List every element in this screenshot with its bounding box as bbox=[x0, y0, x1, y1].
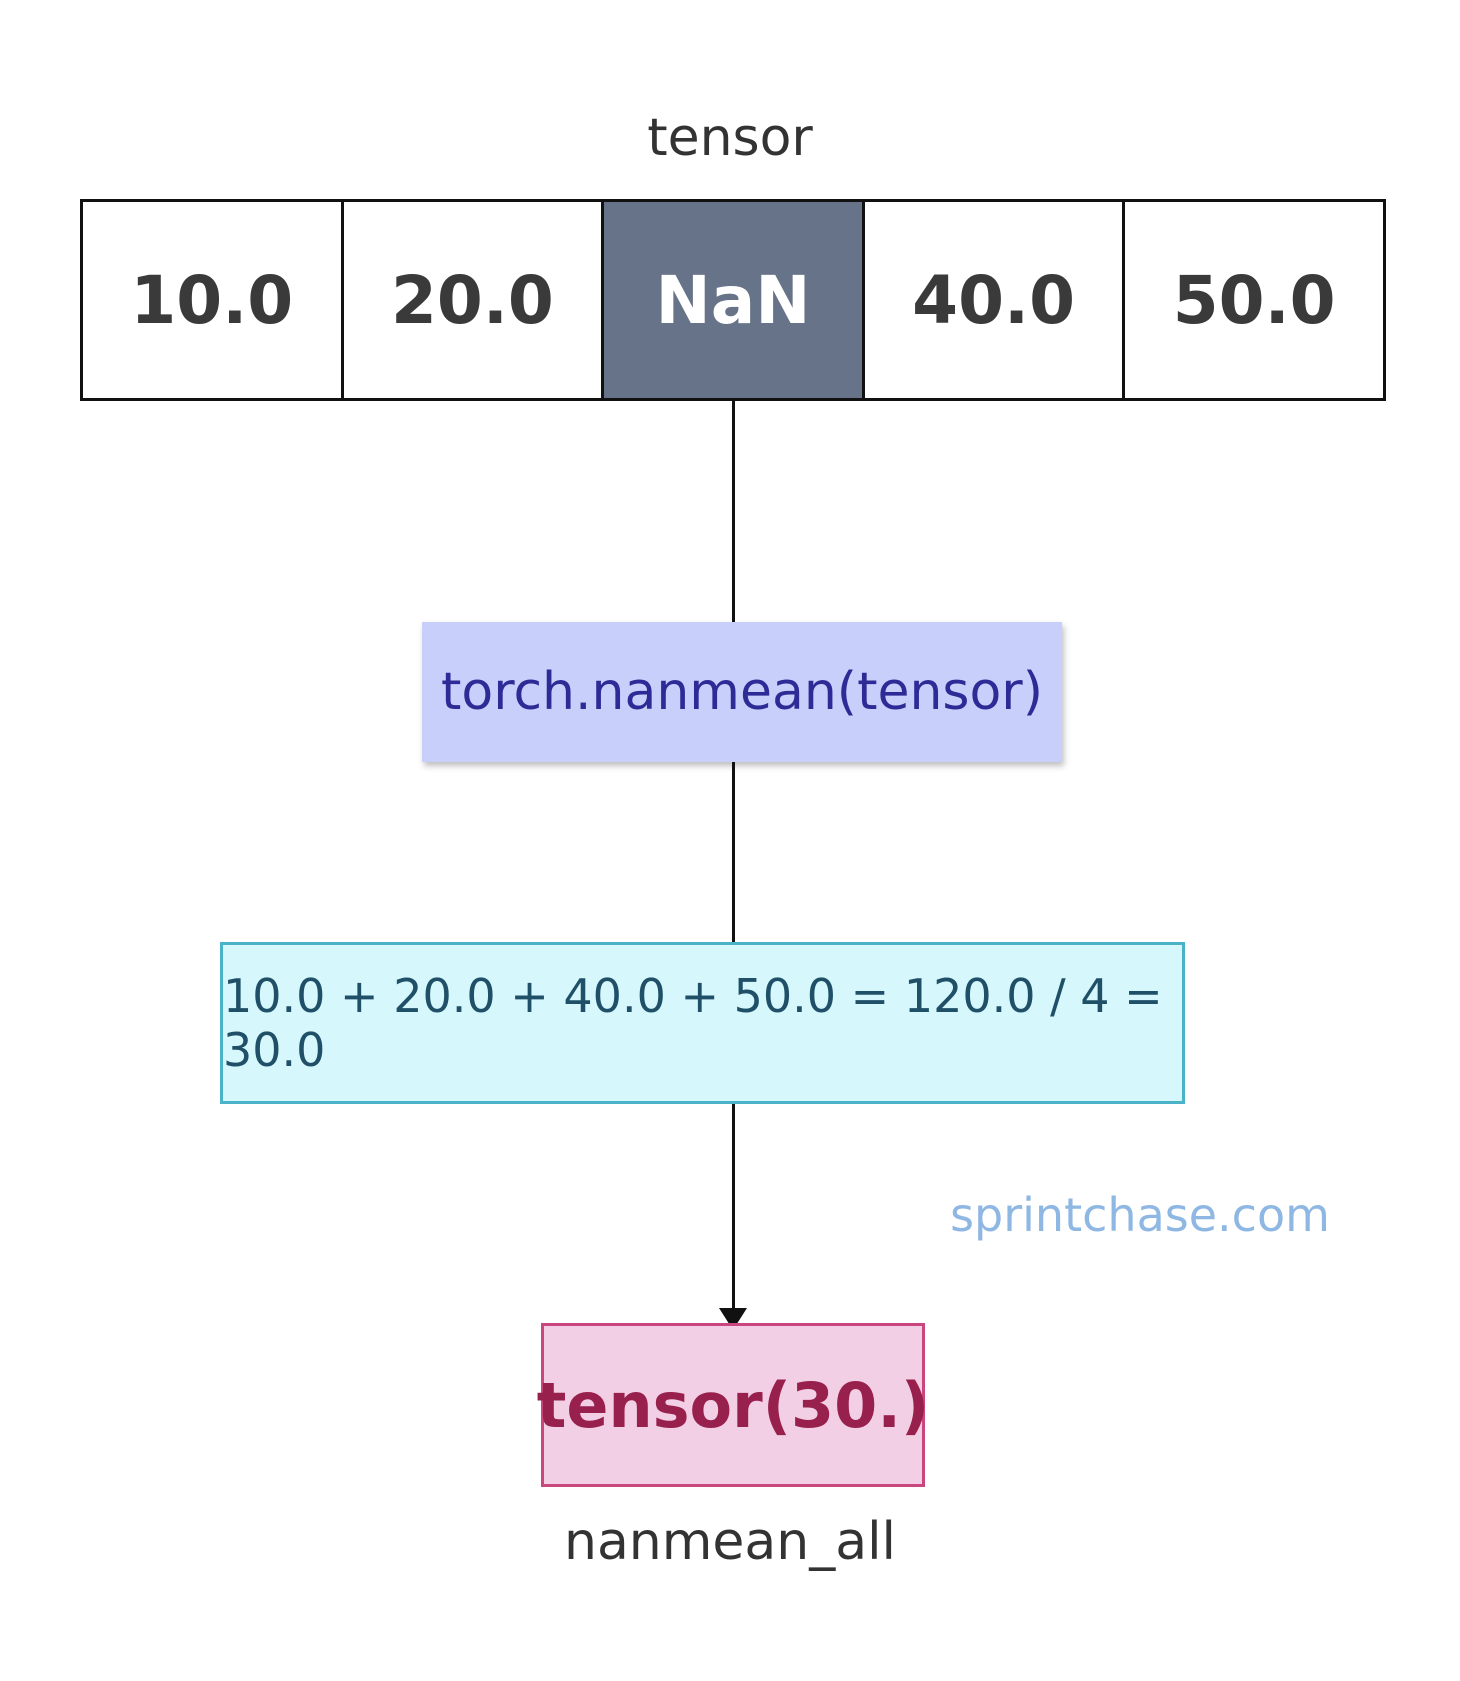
tensor-cell: 40.0 bbox=[865, 202, 1126, 398]
input-tensor-label: tensor bbox=[647, 108, 813, 168]
tensor-cell: 50.0 bbox=[1172, 261, 1336, 339]
tensor-cell: 10.0 bbox=[83, 202, 344, 398]
tensor-cell: 20.0 bbox=[344, 202, 605, 398]
connector-line bbox=[732, 401, 735, 622]
connector-line bbox=[732, 762, 735, 942]
output-label: nanmean_all bbox=[563, 1512, 896, 1572]
tensor-cell-nan: NaN bbox=[604, 202, 865, 398]
calculation-box: 10.0 + 20.0 + 40.0 + 50.0 = 120.0 / 4 = … bbox=[220, 942, 1185, 1104]
result-box: tensor(30.) bbox=[537, 1323, 929, 1487]
connector-line bbox=[732, 1104, 735, 1310]
input-tensor: 10.0 20.0 NaN 40.0 50.0 bbox=[80, 199, 1386, 401]
watermark: sprintchase.com bbox=[950, 1188, 1330, 1242]
operation-box: torch.nanmean(tensor) bbox=[422, 622, 1062, 762]
